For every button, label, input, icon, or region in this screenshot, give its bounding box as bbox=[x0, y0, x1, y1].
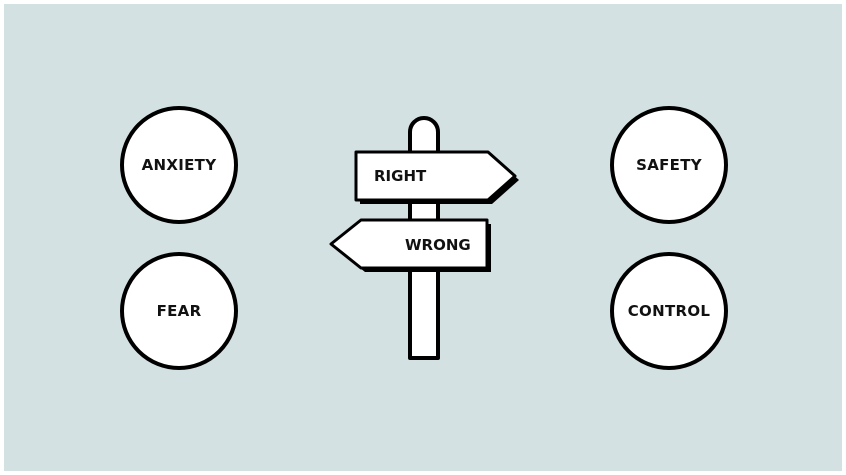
circle-anxiety: ANXIETY bbox=[120, 106, 238, 224]
circle-label-anxiety: ANXIETY bbox=[141, 156, 217, 174]
circle-label-fear: FEAR bbox=[156, 302, 202, 320]
sign-wrong-board bbox=[329, 218, 489, 270]
circle-control: CONTROL bbox=[610, 252, 728, 370]
circle-fear: FEAR bbox=[120, 252, 238, 370]
sign-right-label: RIGHT bbox=[374, 167, 427, 185]
sign-right-board bbox=[354, 150, 517, 202]
circle-label-safety: SAFETY bbox=[636, 156, 702, 174]
circle-label-control: CONTROL bbox=[627, 302, 711, 320]
circle-safety: SAFETY bbox=[610, 106, 728, 224]
sign-wrong-label: WRONG bbox=[405, 236, 471, 254]
